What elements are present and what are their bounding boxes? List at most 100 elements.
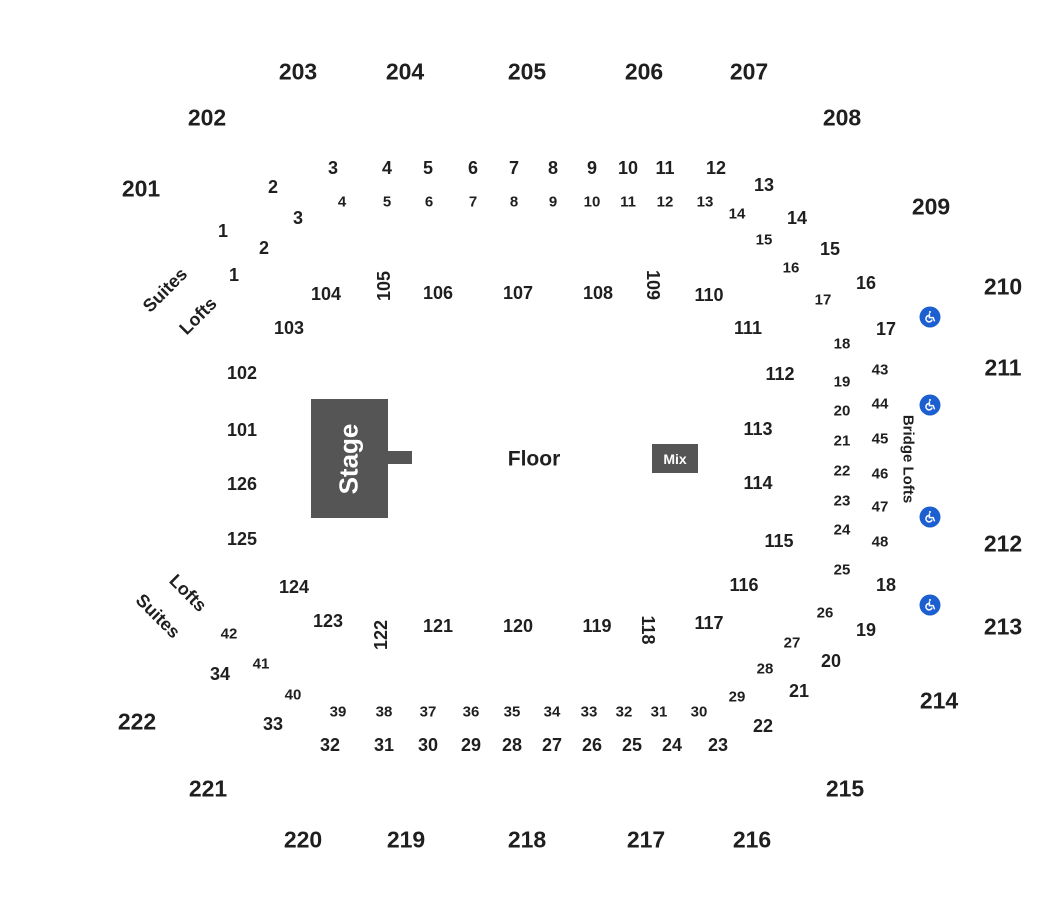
wheelchair-icon[interactable] [919,506,941,528]
section-219[interactable]: 219 [386,826,426,853]
loft-bottom-31[interactable]: 31 [650,703,668,721]
suite-11[interactable]: 11 [655,158,675,178]
section-207[interactable]: 207 [729,58,769,85]
suite-6[interactable]: 6 [467,158,479,178]
suite-43[interactable]: 43 [871,361,889,379]
suite-5[interactable]: 5 [422,158,434,178]
suite-3[interactable]: 3 [327,158,339,178]
section-120[interactable]: 120 [502,616,534,636]
suite-29[interactable]: 29 [460,735,482,755]
loft-bottom-28[interactable]: 28 [756,660,774,678]
loft-bottom-20[interactable]: 20 [833,402,851,420]
loft-bottom-21[interactable]: 21 [833,432,851,450]
loft-top-7[interactable]: 7 [468,193,478,211]
section-206[interactable]: 206 [624,58,664,85]
section-209[interactable]: 209 [911,193,951,220]
section-217[interactable]: 217 [626,826,666,853]
suite-13[interactable]: 13 [753,175,775,195]
section-123[interactable]: 123 [312,611,344,631]
suite-31[interactable]: 31 [373,735,395,755]
loft-bottom-26[interactable]: 26 [816,604,834,622]
suite-35[interactable]: 35 [503,703,521,721]
loft-top-11[interactable]: 11 [620,193,636,211]
wheelchair-icon[interactable] [919,306,941,328]
section-119[interactable]: 119 [582,616,612,636]
suite-22[interactable]: 22 [752,716,774,736]
suite-37[interactable]: 37 [419,703,437,721]
section-124[interactable]: 124 [278,577,310,597]
suite-26[interactable]: 26 [581,735,603,755]
suite-18[interactable]: 18 [875,575,897,595]
section-113[interactable]: 113 [743,419,773,439]
suite-46[interactable]: 46 [871,465,889,483]
suite-10[interactable]: 10 [617,158,639,178]
loft-bottom-27[interactable]: 27 [783,634,801,652]
section-205[interactable]: 205 [507,58,547,85]
section-108[interactable]: 108 [582,283,614,303]
section-212[interactable]: 212 [983,530,1023,557]
section-121[interactable]: 121 [422,616,454,636]
floor-label[interactable]: Floor [507,447,561,471]
loft-bottom-23[interactable]: 23 [833,492,851,510]
suite-1[interactable]: 1 [217,221,229,241]
section-107[interactable]: 107 [502,283,534,303]
loft-top-8[interactable]: 8 [509,193,519,211]
loft-bottom-29[interactable]: 29 [728,688,746,706]
suite-4[interactable]: 4 [381,158,393,178]
suite-32[interactable]: 32 [319,735,341,755]
loft-top-12[interactable]: 12 [656,193,674,211]
suite-38[interactable]: 38 [375,703,393,721]
section-214[interactable]: 214 [919,687,959,714]
suite-30[interactable]: 30 [417,735,439,755]
section-211[interactable]: 211 [984,354,1022,381]
loft-top-1[interactable]: 1 [228,265,240,285]
section-220[interactable]: 220 [283,826,323,853]
loft-bottom-32[interactable]: 32 [615,703,633,721]
section-115[interactable]: 115 [764,531,794,551]
section-112[interactable]: 112 [765,364,795,384]
section-221[interactable]: 221 [188,775,228,802]
loft-top-16[interactable]: 16 [782,259,800,277]
suite-41[interactable]: 41 [252,655,270,673]
suite-25[interactable]: 25 [621,735,643,755]
suite-9[interactable]: 9 [586,158,598,178]
suite-23[interactable]: 23 [707,735,729,755]
section-208[interactable]: 208 [822,104,862,131]
loft-top-10[interactable]: 10 [583,193,601,211]
section-201[interactable]: 201 [121,175,161,202]
suite-2[interactable]: 2 [267,177,279,197]
loft-top-2[interactable]: 2 [258,238,270,258]
section-117[interactable]: 117 [694,613,724,633]
wheelchair-icon[interactable] [919,594,941,616]
section-218[interactable]: 218 [507,826,547,853]
suite-39[interactable]: 39 [329,703,347,721]
suite-12[interactable]: 12 [705,158,727,178]
loft-top-13[interactable]: 13 [696,193,714,211]
section-114[interactable]: 114 [743,473,773,493]
suite-16[interactable]: 16 [855,273,877,293]
loft-top-9[interactable]: 9 [548,193,558,211]
suite-20[interactable]: 20 [820,651,842,671]
loft-top-3[interactable]: 3 [292,208,304,228]
suite-14[interactable]: 14 [786,208,808,228]
suite-17[interactable]: 17 [875,319,897,339]
loft-bottom-34[interactable]: 34 [543,703,561,721]
loft-bottom-18[interactable]: 18 [833,335,851,353]
loft-bottom-19[interactable]: 19 [833,373,851,391]
loft-top-17[interactable]: 17 [814,291,832,309]
section-109[interactable]: 109 [643,269,663,301]
suite-34[interactable]: 34 [209,664,231,684]
section-110[interactable]: 110 [694,285,724,305]
suite-36[interactable]: 36 [462,703,480,721]
section-215[interactable]: 215 [825,775,865,802]
suite-27[interactable]: 27 [541,735,563,755]
loft-bottom-25[interactable]: 25 [833,561,851,579]
section-101[interactable]: 101 [226,420,258,440]
section-105[interactable]: 105 [374,270,394,302]
suite-40[interactable]: 40 [284,686,302,704]
suite-8[interactable]: 8 [547,158,559,178]
loft-top-14[interactable]: 14 [728,205,746,223]
loft-bottom-22[interactable]: 22 [833,462,851,480]
section-204[interactable]: 204 [385,58,425,85]
loft-bottom-33[interactable]: 33 [580,703,598,721]
